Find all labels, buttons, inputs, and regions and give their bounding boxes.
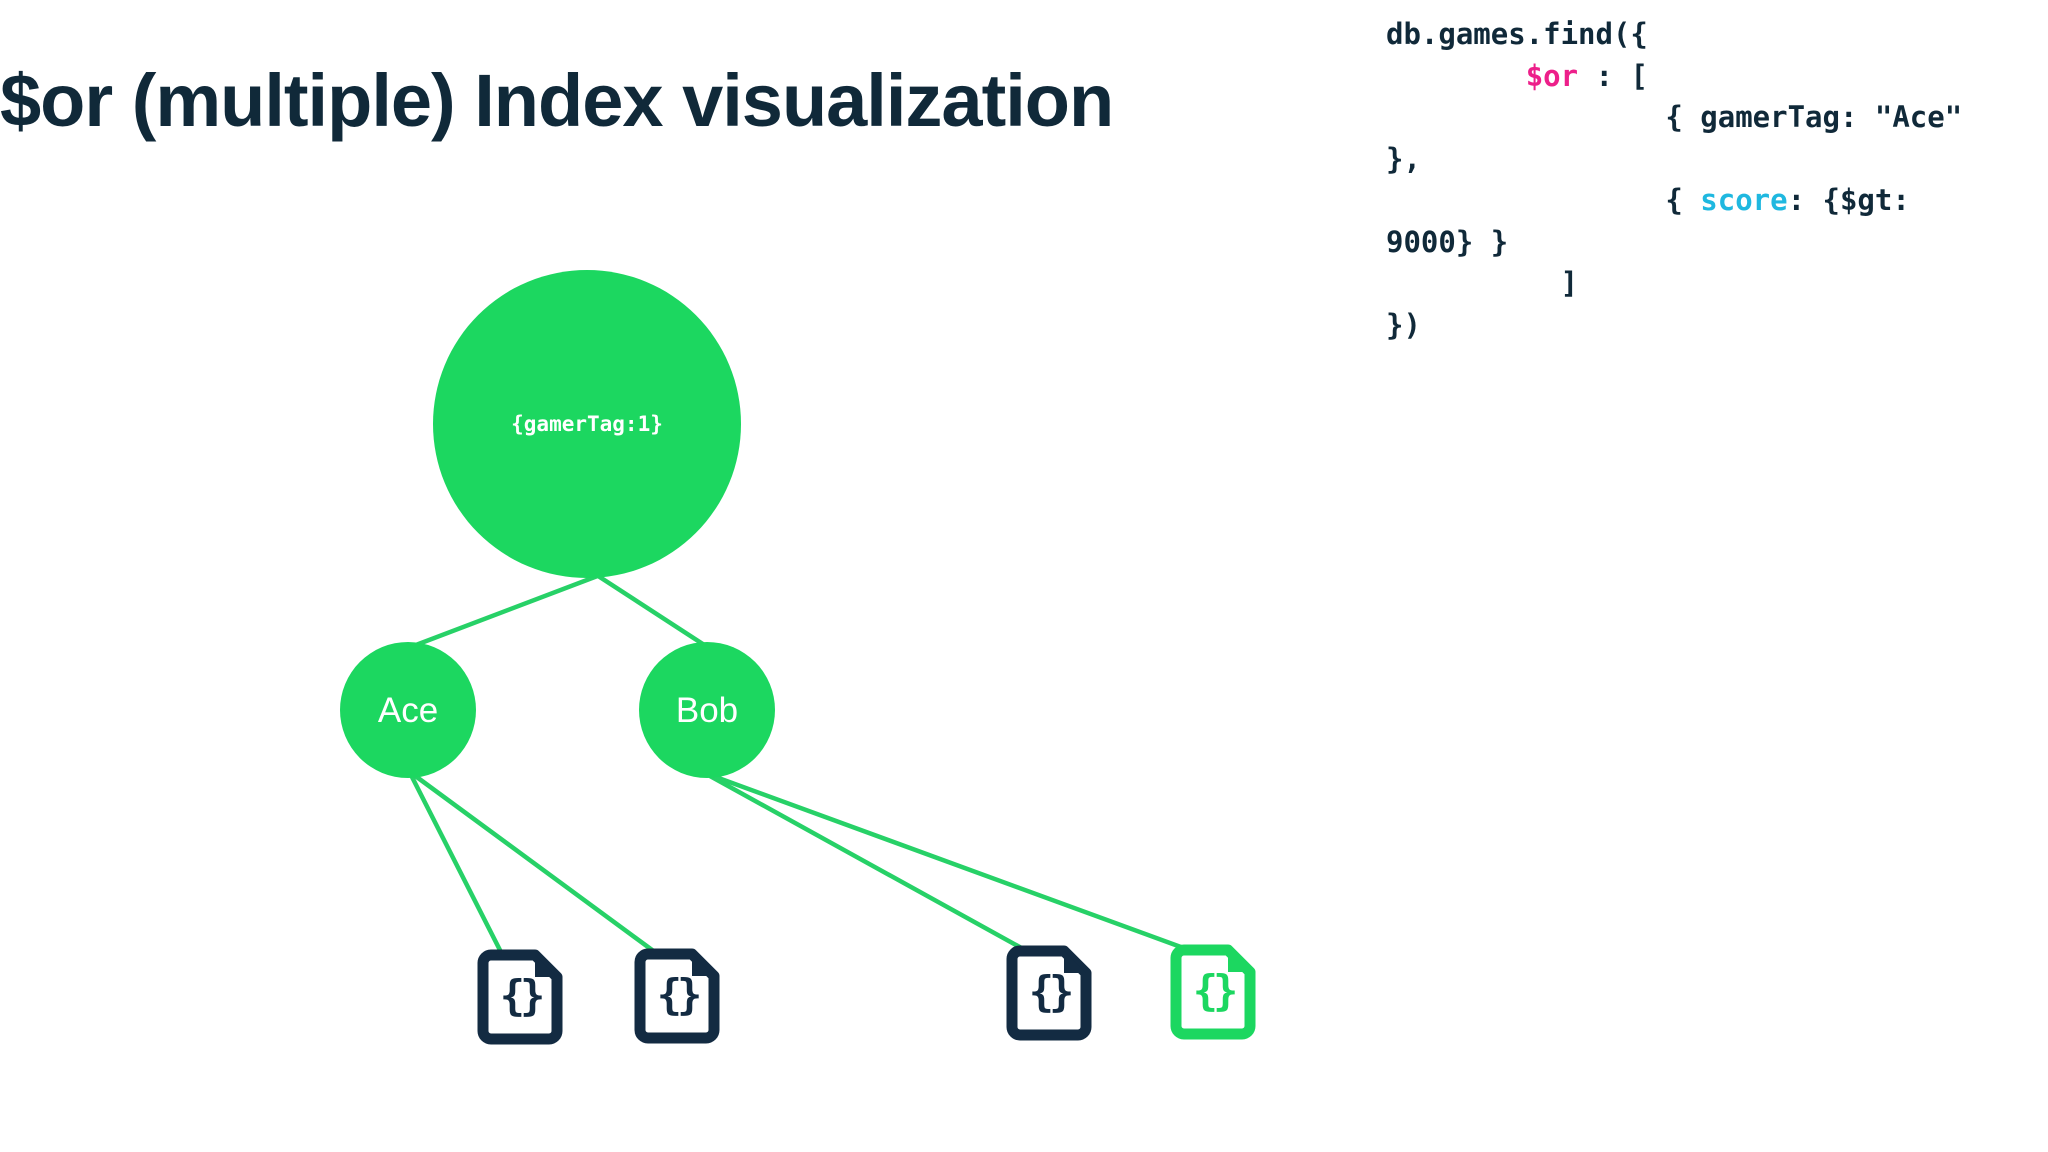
code-token-plain: : [ [1578,58,1648,93]
index-node-ace-label: Ace [378,691,438,730]
edges-layer [405,569,1203,963]
index-node-root-label: {gamerTag:1} [511,412,663,436]
document-braces-label: {} [500,971,542,1020]
code-token-plain: }) [1386,307,1421,342]
tree-edge-ace-to-doc-2 [411,772,666,961]
nodes-layer: {gamerTag:1} Ace Bob [340,270,775,778]
document-icon-doc-2[interactable]: {} [634,948,720,1044]
document-icon-doc-1[interactable]: {} [477,949,563,1045]
code-token-plain: db.games.find({ [1386,17,1648,51]
document-fold-corner [692,954,714,976]
document-braces-label: {} [657,970,699,1019]
document-icon-doc-3[interactable]: {} [1006,945,1092,1041]
document-fold-corner [1064,951,1086,973]
tree-edge-root-to-bob [589,569,715,653]
index-node-bob[interactable] [639,642,775,778]
code-token-or: $or [1525,58,1579,93]
code-token-plain: : {$gt: 9000} } [1386,183,1928,259]
tree-edge-ace-to-doc-1 [408,772,508,963]
tree-edge-bob-to-doc-4 [710,773,1203,957]
documents-layer: {} {} {} {} [477,944,1256,1045]
document-fold-corner [1228,950,1250,972]
page-title: $or (multiple) Index visualization [0,59,1114,142]
tree-edge-bob-to-doc-3 [707,773,1039,959]
document-braces-label: {} [1029,967,1071,1016]
code-token-plain: { gamerTag: "Ace" }, [1386,100,1980,176]
code-token-plain: ] [1386,266,1579,300]
index-node-bob-label: Bob [676,691,738,730]
document-fold-corner [535,955,557,977]
query-code-block: db.games.find({ $or : [ { gamerTag: "Ace… [1386,14,2006,346]
tree-edge-root-to-ace [405,569,611,651]
document-braces-label: {} [1193,966,1235,1015]
code-token-score: score [1700,183,1788,217]
document-icon-doc-4[interactable]: {} [1170,944,1256,1040]
code-token-plain: { [1386,183,1701,217]
index-node-root[interactable] [433,270,741,578]
index-node-ace[interactable] [340,642,476,778]
